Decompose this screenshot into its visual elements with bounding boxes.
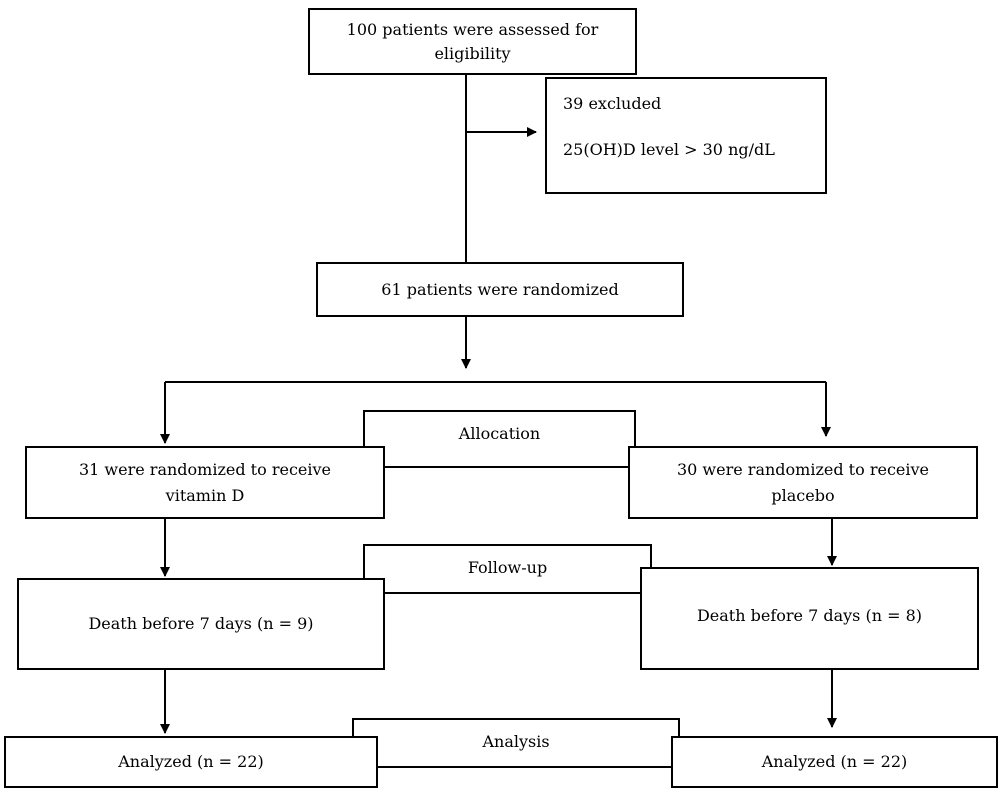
vitamin-d-analyzed-label: Analyzed (n = 22) (118, 752, 264, 772)
randomized-box: 61 patients were randomized (316, 262, 684, 317)
stage-analysis: Analysis (352, 718, 680, 768)
placebo-allocation-box: 30 were randomized to receive placebo (628, 446, 978, 519)
vitamin-d-followup-box: Death before 7 days (n = 9) (17, 578, 385, 670)
excluded-count: 39 excluded (563, 94, 662, 113)
excluded-box: 39 excluded 25(OH)D level > 30 ng/dL (545, 77, 827, 194)
excluded-reason: 25(OH)D level > 30 ng/dL (563, 139, 775, 159)
stage-followup: Follow-up (363, 544, 652, 594)
placebo-analyzed-box: Analyzed (n = 22) (671, 736, 998, 788)
assessed-line-2: eligibility (434, 43, 511, 63)
placebo-allocation-line-2: placebo (771, 485, 835, 505)
placebo-allocation-line-1: 30 were randomized to receive (676, 459, 929, 479)
assessed-line-1: 100 patients were assessed for (346, 20, 599, 40)
vitamin-d-allocation-box: 31 were randomized to receive vitamin D (25, 446, 385, 519)
vitamin-d-analyzed-box: Analyzed (n = 22) (4, 736, 378, 788)
stage-followup-label: Follow-up (467, 558, 548, 577)
stage-allocation: Allocation (363, 410, 636, 468)
placebo-followup-box: Death before 7 days (n = 8) (640, 567, 979, 670)
randomized-label: 61 patients were randomized (381, 279, 619, 299)
vitamin-d-followup-label: Death before 7 days (n = 9) (88, 614, 314, 634)
stage-analysis-label: Analysis (482, 732, 550, 751)
placebo-analyzed-label: Analyzed (n = 22) (761, 752, 908, 772)
vitamin-d-allocation-line-1: 31 were randomized to receive (78, 459, 331, 479)
stage-allocation-label: Allocation (458, 424, 541, 443)
placebo-followup-label: Death before 7 days (n = 8) (696, 606, 923, 625)
vitamin-d-allocation-line-2: vitamin D (165, 485, 245, 505)
assessed-box: 100 patients were assessed for eligibili… (308, 8, 637, 75)
